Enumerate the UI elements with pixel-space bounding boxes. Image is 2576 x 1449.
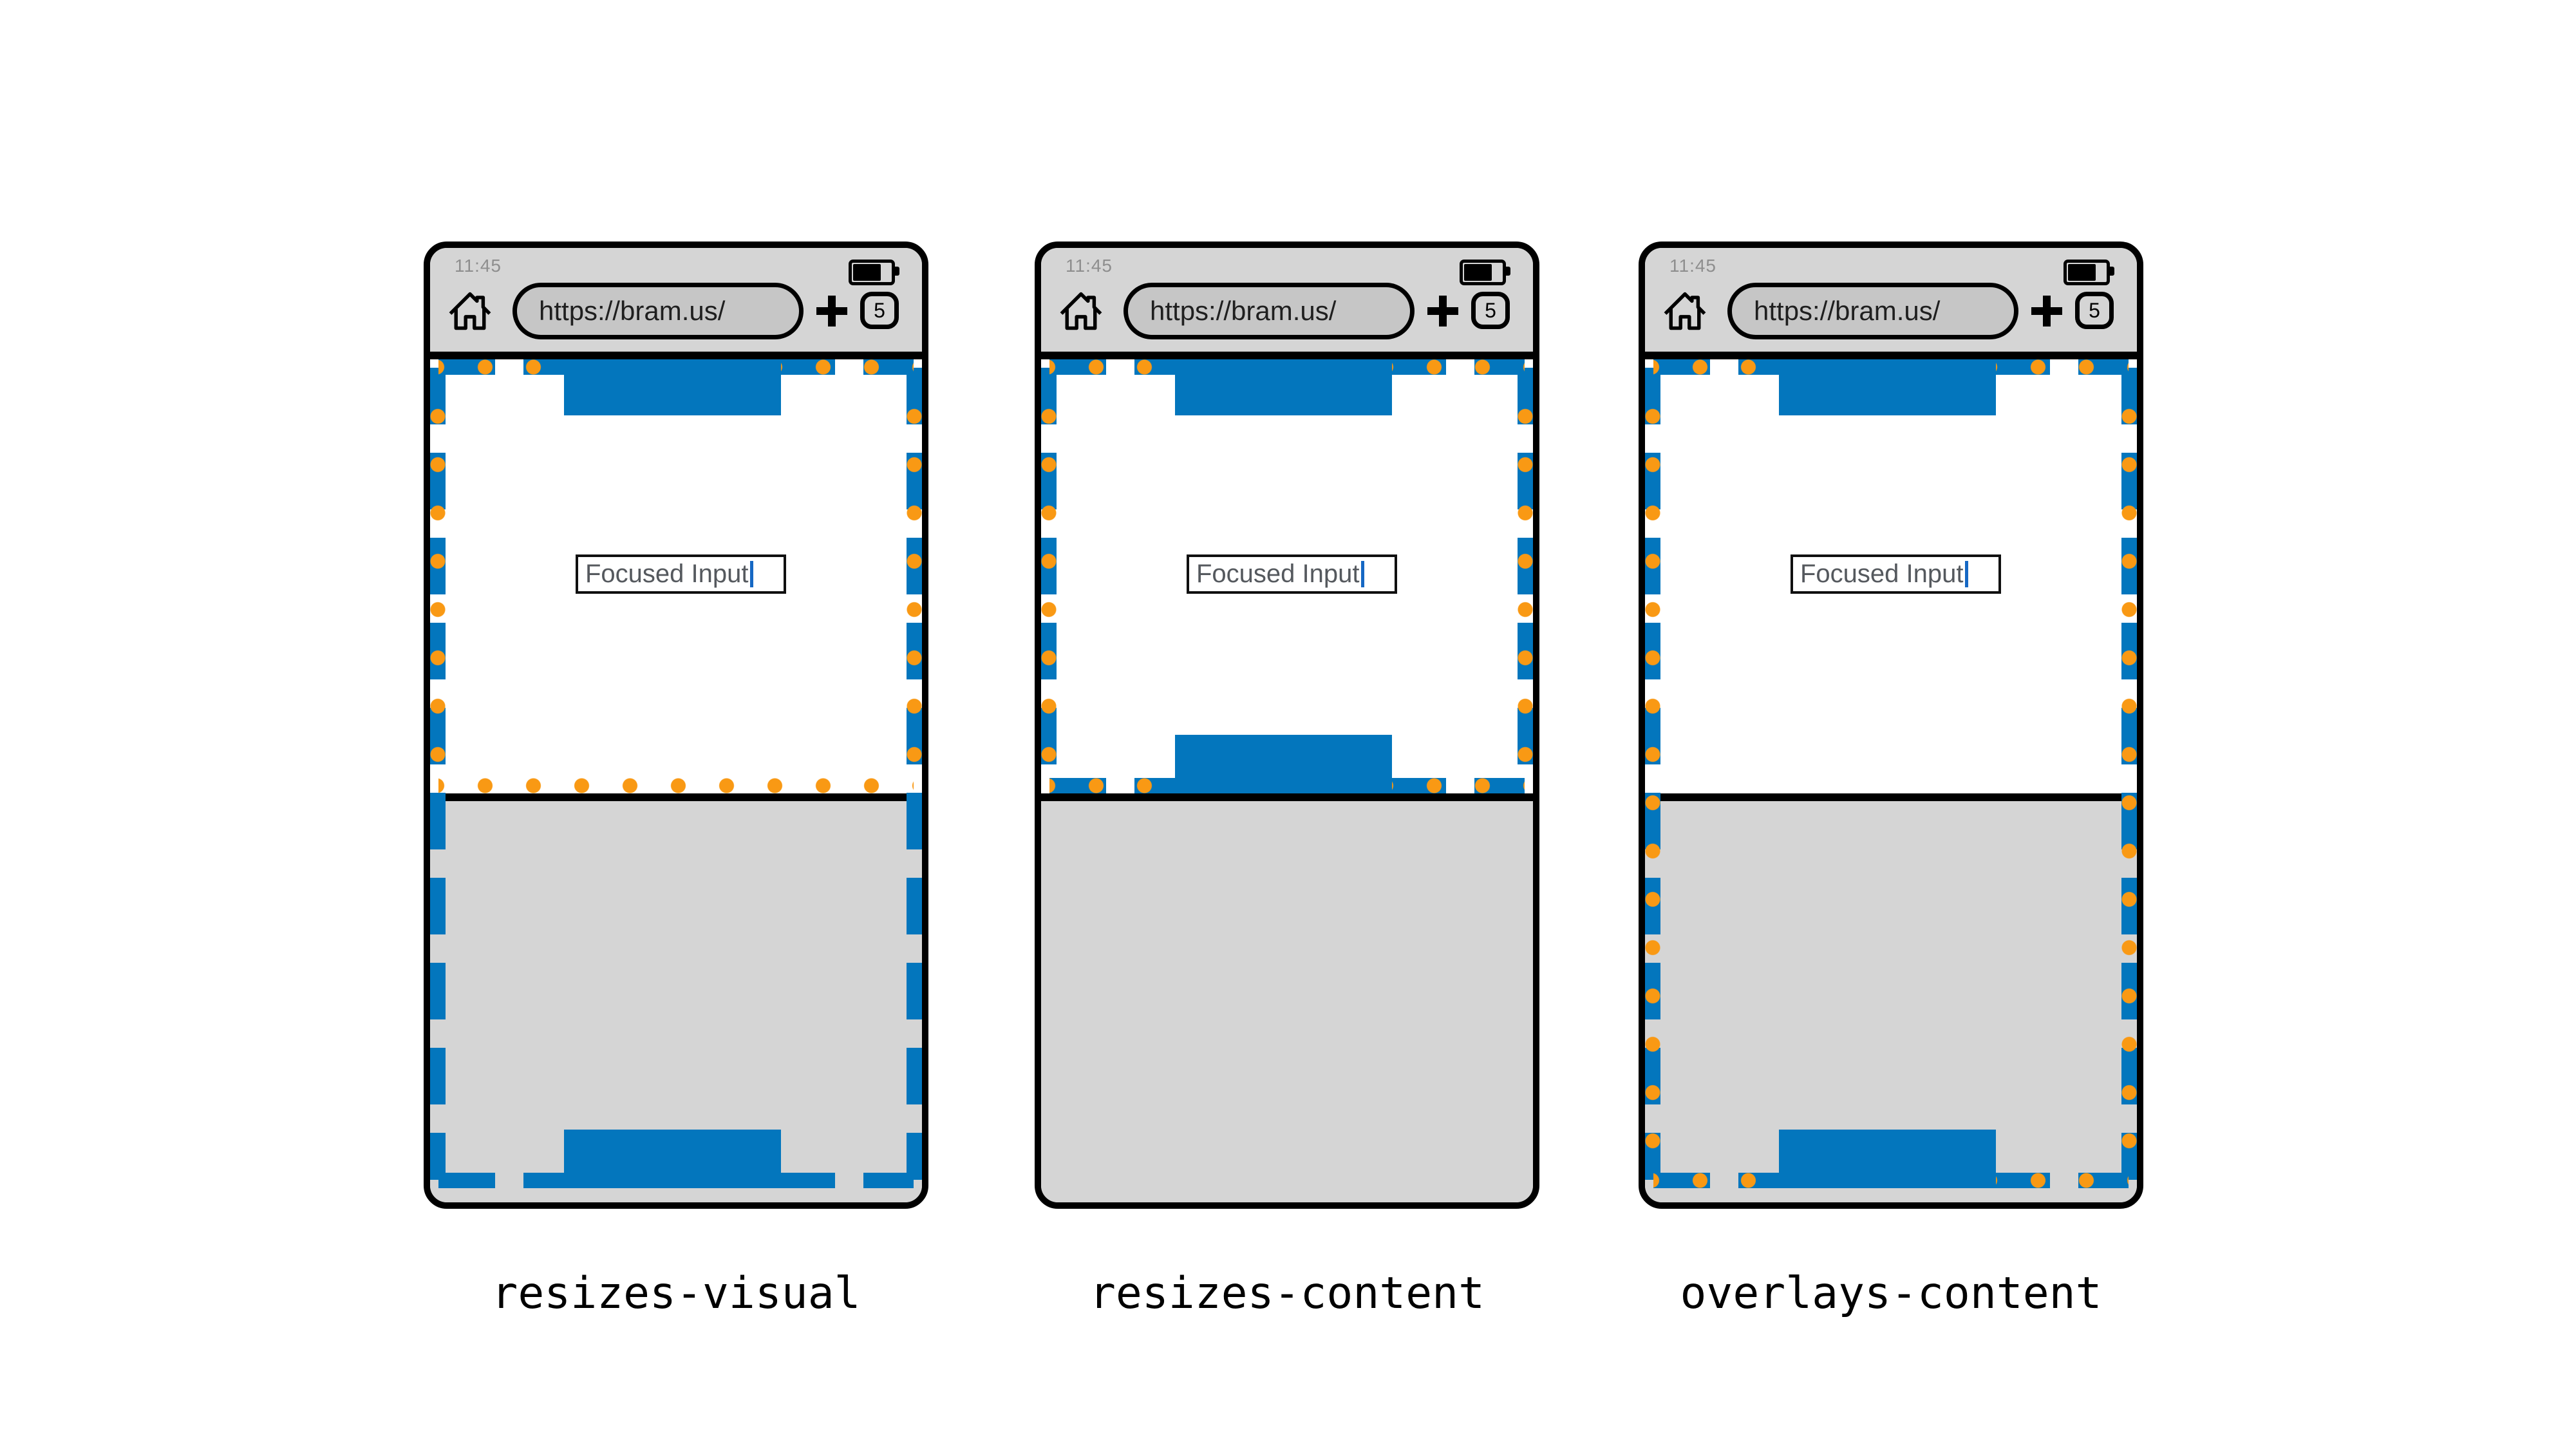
page-footer-block (564, 1130, 781, 1188)
page-header-block (564, 359, 781, 415)
browser-chrome: 11:45 https://bram.us/ 5 (430, 248, 922, 352)
battery-icon (2064, 260, 2114, 285)
layout-border-right (907, 368, 922, 1180)
input-text: Focused Input (1800, 560, 1964, 588)
virtual-keyboard-area (1041, 801, 1533, 1202)
home-icon[interactable] (1059, 288, 1103, 332)
new-tab-plus-icon[interactable] (2031, 296, 2062, 327)
phone-mockup-resizes-visual: Focused Input 11:45 https://bram.us/ 5 (424, 242, 928, 1209)
layout-border-left (1645, 368, 1660, 1180)
text-caret (1361, 561, 1364, 587)
home-icon[interactable] (448, 288, 492, 332)
url-bar[interactable]: https://bram.us/ (1727, 283, 2018, 339)
page-footer-block (1175, 735, 1392, 793)
layout-border-left (430, 368, 446, 1180)
tab-counter[interactable]: 5 (2075, 292, 2114, 329)
chrome-divider (1645, 352, 2137, 359)
tab-count: 5 (2089, 299, 2100, 322)
phone-mockup-overlays-content: Focused Input 11:45 https://bram.us/ 5 (1639, 242, 2143, 1209)
status-time: 11:45 (455, 256, 502, 276)
browser-chrome: 11:45 https://bram.us/ 5 (1645, 248, 2137, 352)
status-time: 11:45 (1669, 256, 1716, 276)
input-text: Focused Input (585, 560, 749, 588)
page-header-block (1175, 359, 1392, 415)
keyboard-top-edge (430, 793, 922, 801)
tab-count: 5 (1485, 299, 1496, 322)
status-time: 11:45 (1066, 256, 1113, 276)
focused-input[interactable]: Focused Input (1187, 554, 1397, 594)
mode-label-resizes-content: resizes-content (1089, 1268, 1485, 1319)
layout-viewport-border (1645, 359, 2137, 1188)
url-text: https://bram.us/ (1150, 296, 1337, 326)
layout-viewport-border (430, 359, 922, 1188)
browser-chrome: 11:45 https://bram.us/ 5 (1041, 248, 1533, 352)
focused-input[interactable]: Focused Input (1791, 554, 2001, 594)
new-tab-plus-icon[interactable] (1427, 296, 1458, 327)
layout-border-right (2121, 368, 2137, 1180)
battery-icon (1460, 260, 1510, 285)
tab-counter[interactable]: 5 (1471, 292, 1510, 329)
chrome-divider (1041, 352, 1533, 359)
url-text: https://bram.us/ (1754, 296, 1941, 326)
page-header-block (1779, 359, 1996, 415)
new-tab-plus-icon[interactable] (816, 296, 847, 327)
tab-counter[interactable]: 5 (860, 292, 899, 329)
mode-label-overlays-content: overlays-content (1680, 1268, 2102, 1319)
mode-label-resizes-visual: resizes-visual (491, 1268, 861, 1319)
chrome-divider (430, 352, 922, 359)
text-caret (1965, 561, 1968, 587)
phone-mockup-resizes-content: Focused Input 11:45 https://bram.us/ 5 (1035, 242, 1539, 1209)
battery-icon (849, 260, 899, 285)
url-text: https://bram.us/ (539, 296, 726, 326)
layout-border-left (1041, 368, 1057, 785)
focused-input[interactable]: Focused Input (576, 554, 786, 594)
home-icon[interactable] (1663, 288, 1707, 332)
page-footer-block (1779, 1130, 1996, 1188)
layout-border-right (1518, 368, 1533, 785)
input-text: Focused Input (1196, 560, 1360, 588)
url-bar[interactable]: https://bram.us/ (1123, 283, 1415, 339)
tab-count: 5 (874, 299, 885, 322)
keyboard-top-edge (1645, 793, 2137, 801)
keyboard-top-edge (1041, 793, 1533, 801)
url-bar[interactable]: https://bram.us/ (512, 283, 804, 339)
text-caret (750, 561, 753, 587)
